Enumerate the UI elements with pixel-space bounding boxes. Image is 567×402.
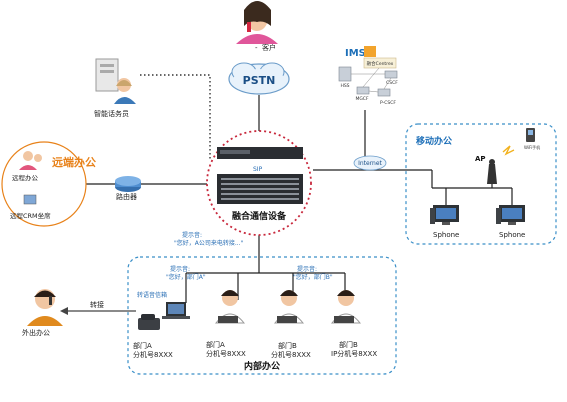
sphone1-label: Sphone <box>433 231 459 239</box>
dept-2-ext: 分机号8XXX <box>271 350 311 359</box>
forward-label: 转接 <box>90 300 104 309</box>
sphone-computer-1 <box>430 205 459 225</box>
phone-icon <box>247 22 251 32</box>
remote-title: 远端办公 <box>52 155 96 169</box>
worker-figure-2 <box>273 290 305 324</box>
dept-0-name: 部门A <box>133 341 152 350</box>
customer-label: 客户 <box>262 43 276 52</box>
prompt-top-text: "您好，A公司来电转接..." <box>174 239 244 247</box>
ims-cscf: CSCF <box>386 80 398 86</box>
mgcf-icon <box>356 86 370 95</box>
prompt-a-title: 提示音: <box>170 265 190 273</box>
internet-cloud <box>353 155 387 171</box>
sphone-computer-2 <box>496 205 525 225</box>
pstn-cloud <box>228 62 290 95</box>
mobile-title: 移动办公 <box>416 135 452 147</box>
pcscf-icon <box>377 88 391 97</box>
remote-title-text: 远端办公 <box>52 155 96 169</box>
server-icon <box>95 58 119 92</box>
sphone2-label: Sphone <box>499 231 525 239</box>
desk-phone-icon <box>138 314 160 330</box>
router-icon <box>115 176 141 192</box>
dept-3-name: 部门B <box>339 340 358 349</box>
ims-title: IMS <box>345 48 366 59</box>
prompt-b-title: 提示音: <box>297 265 317 273</box>
forward-arrowhead <box>60 307 68 315</box>
pstn-label: PSTN <box>243 74 276 87</box>
ims-centrex: 融合Centrex <box>367 60 394 67</box>
dept-3-ext: IP分机号8XXX <box>331 349 377 358</box>
prompt-top-title: 提示音: <box>182 231 202 239</box>
agent-label: 智能话务员 <box>94 109 129 118</box>
ims-pcscf: P-CSCF <box>380 100 396 106</box>
customer-figure <box>236 1 278 44</box>
device-label: 融合通信设备 <box>232 210 287 222</box>
outside-label: 外出办公 <box>22 328 50 337</box>
internal-title: 内部办公 <box>244 360 280 372</box>
ap-label: AP <box>475 155 486 163</box>
hss-server-icon <box>338 66 352 82</box>
internet-label: Internet <box>358 160 382 167</box>
convergence-device <box>206 130 312 236</box>
remote-office-zone: 远端办公 远程办公 远程CRM坐席 <box>1 141 96 227</box>
forward-msg-label: 转语音信箱 <box>137 291 167 299</box>
remote-office-label: 远程办公 <box>12 173 39 182</box>
mobile-phone-icon <box>49 296 52 305</box>
centrex-box <box>363 57 397 69</box>
worker-figure-3 <box>330 290 362 324</box>
prompt-b-text: "您好，部门B" <box>293 273 333 281</box>
internal-office-zone <box>127 256 397 375</box>
ims-block: IMS 融合Centrex HSS CSCF MGCF P-CSCF <box>338 46 398 106</box>
agent-figure <box>95 58 136 104</box>
crm-monitor-icon <box>23 194 37 205</box>
cscf-icon <box>384 70 398 79</box>
ims-logo-icon <box>364 46 376 57</box>
prompt-a-text: "您好，部门A" <box>166 273 206 281</box>
wifi-phone-label: WiFi手机 <box>524 144 540 150</box>
device-sip-label: SIP <box>253 166 263 173</box>
ims-mgcf: MGCF <box>355 96 369 102</box>
agent-dotted-line <box>140 74 211 160</box>
mobile-office-zone <box>405 123 557 245</box>
customer-dot: - <box>255 44 258 52</box>
router-label: 路由器 <box>116 192 137 201</box>
worker-figure-1 <box>214 290 246 324</box>
ap-antenna-icon <box>487 164 497 184</box>
dept-1-ext: 分机号8XXX <box>206 349 246 358</box>
dept-1-name: 部门A <box>206 340 225 349</box>
laptop-icon-1 <box>162 302 190 319</box>
dept-0-ext: 分机号8XXX <box>133 350 173 359</box>
outside-office-figure <box>27 289 63 326</box>
ims-hss: HSS <box>340 83 349 89</box>
remote-crm-label: 远程CRM坐席 <box>10 211 51 220</box>
dept-2-name: 部门B <box>278 341 297 350</box>
wifi-signal-icon <box>502 145 515 156</box>
